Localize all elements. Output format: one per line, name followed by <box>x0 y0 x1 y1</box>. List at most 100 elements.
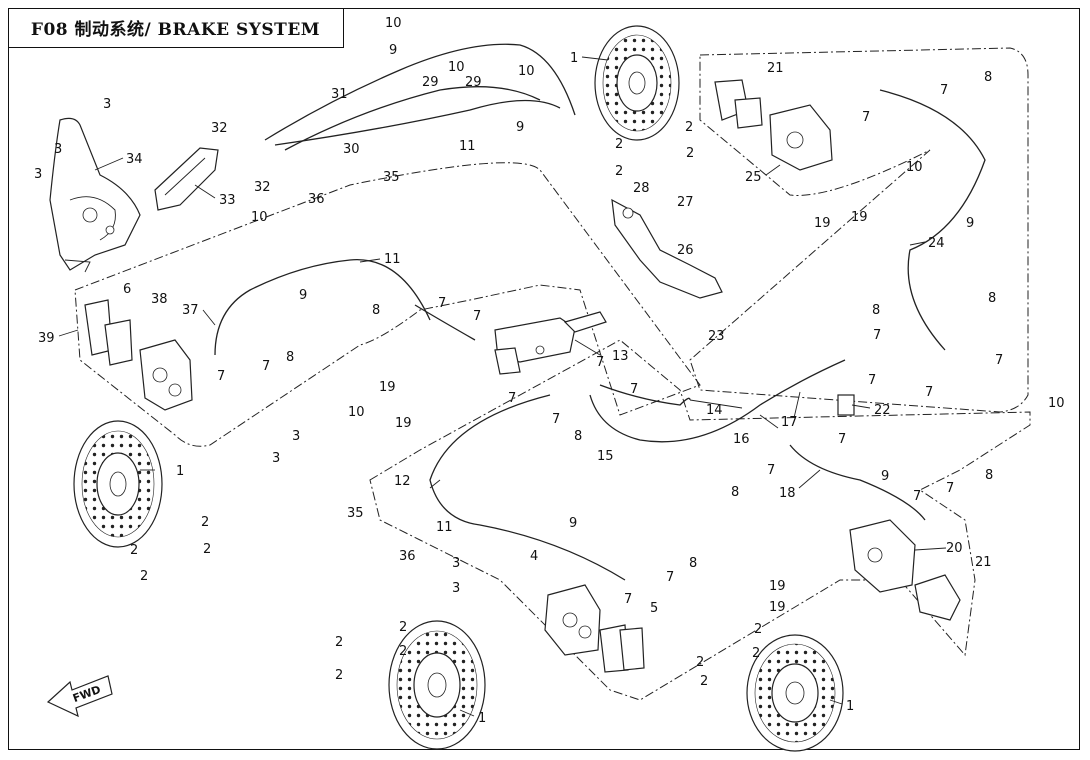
callout-24: 24 <box>928 236 945 251</box>
callout-2: 2 <box>140 569 148 584</box>
callout-30: 30 <box>343 142 360 157</box>
callout-7: 7 <box>630 382 638 397</box>
callout-2: 2 <box>696 655 704 670</box>
drawing-frame <box>8 8 1080 750</box>
callout-11: 11 <box>384 252 401 267</box>
callout-19: 19 <box>379 380 396 395</box>
callout-1: 1 <box>846 699 854 714</box>
callout-26: 26 <box>677 243 694 258</box>
callout-36: 36 <box>308 192 325 207</box>
callout-15: 15 <box>597 449 614 464</box>
callout-7: 7 <box>940 83 948 98</box>
callout-7: 7 <box>995 353 1003 368</box>
callout-3: 3 <box>452 556 460 571</box>
callout-4: 4 <box>530 549 538 564</box>
callout-8: 8 <box>731 485 739 500</box>
callout-2: 2 <box>754 622 762 637</box>
callout-20: 20 <box>946 541 963 556</box>
callout-16: 16 <box>733 432 750 447</box>
callout-2: 2 <box>130 543 138 558</box>
callout-8: 8 <box>372 303 380 318</box>
callout-12: 12 <box>394 474 411 489</box>
brake-disc-rear-left <box>388 620 486 750</box>
callout-9: 9 <box>516 120 524 135</box>
callout-7: 7 <box>624 592 632 607</box>
callout-2: 2 <box>201 515 209 530</box>
callout-8: 8 <box>984 70 992 85</box>
callout-19: 19 <box>814 216 831 231</box>
brake-disc-front-top <box>594 25 680 141</box>
callout-9: 9 <box>966 216 974 231</box>
callout-29: 29 <box>422 75 439 90</box>
callout-2: 2 <box>335 635 343 650</box>
callout-39: 39 <box>38 331 55 346</box>
caliper-rear-left <box>544 584 645 673</box>
callout-11: 11 <box>459 139 476 154</box>
brake-distributor <box>837 394 855 416</box>
callout-8: 8 <box>286 350 294 365</box>
callout-10: 10 <box>1048 396 1065 411</box>
callout-23: 23 <box>708 329 725 344</box>
master-cylinder <box>494 311 607 375</box>
callout-21: 21 <box>975 555 992 570</box>
callout-25: 25 <box>745 170 762 185</box>
callout-27: 27 <box>677 195 694 210</box>
callout-2: 2 <box>685 120 693 135</box>
callout-34: 34 <box>126 152 143 167</box>
callout-8: 8 <box>985 468 993 483</box>
brake-pedal <box>611 198 723 299</box>
callout-10: 10 <box>448 60 465 75</box>
callout-9: 9 <box>299 288 307 303</box>
callout-17: 17 <box>781 415 798 430</box>
callout-19: 19 <box>769 579 786 594</box>
callout-36: 36 <box>399 549 416 564</box>
callout-19: 19 <box>851 210 868 225</box>
callout-10: 10 <box>251 210 268 225</box>
callout-2: 2 <box>399 620 407 635</box>
callout-9: 9 <box>881 469 889 484</box>
callout-9: 9 <box>389 43 397 58</box>
group-outlines <box>74 47 1031 701</box>
callout-7: 7 <box>438 296 446 311</box>
title-block: F08 制动系统/ BRAKE SYSTEM <box>8 8 344 48</box>
callout-10: 10 <box>385 16 402 31</box>
callout-8: 8 <box>574 429 582 444</box>
callout-9: 9 <box>569 516 577 531</box>
callout-7: 7 <box>913 489 921 504</box>
callout-2: 2 <box>615 137 623 152</box>
callout-3: 3 <box>452 581 460 596</box>
callout-2: 2 <box>752 646 760 661</box>
callout-5: 5 <box>650 601 658 616</box>
callout-7: 7 <box>666 570 674 585</box>
callout-7: 7 <box>552 412 560 427</box>
callout-2: 2 <box>203 542 211 557</box>
callout-2: 2 <box>335 668 343 683</box>
callout-3: 3 <box>34 167 42 182</box>
callout-32: 32 <box>254 180 271 195</box>
callout-labels: 1 1 1 1 2 2 2 2 2 2 2 2 2 2 2 2 2 2 2 2 … <box>34 16 1065 726</box>
caliper-front-right <box>714 79 833 171</box>
callout-14: 14 <box>706 403 723 418</box>
callout-13: 13 <box>612 349 629 364</box>
callout-11: 11 <box>436 520 453 535</box>
callout-8: 8 <box>689 556 697 571</box>
callout-7: 7 <box>862 110 870 125</box>
callout-21: 21 <box>767 61 784 76</box>
callout-3: 3 <box>54 142 62 157</box>
callout-7: 7 <box>925 385 933 400</box>
callout-7: 7 <box>596 355 604 370</box>
brake-disc-front-left <box>73 420 163 548</box>
callout-1: 1 <box>176 464 184 479</box>
callout-7: 7 <box>873 328 881 343</box>
callout-1: 1 <box>478 711 486 726</box>
callout-29: 29 <box>465 75 482 90</box>
caliper-front-left <box>84 299 193 411</box>
bracket <box>154 147 219 211</box>
callout-28: 28 <box>633 181 650 196</box>
callout-7: 7 <box>217 369 225 384</box>
callout-37: 37 <box>182 303 199 318</box>
forward-arrow-icon: FWD <box>46 675 113 718</box>
callout-7: 7 <box>473 309 481 324</box>
callout-35: 35 <box>347 506 364 521</box>
